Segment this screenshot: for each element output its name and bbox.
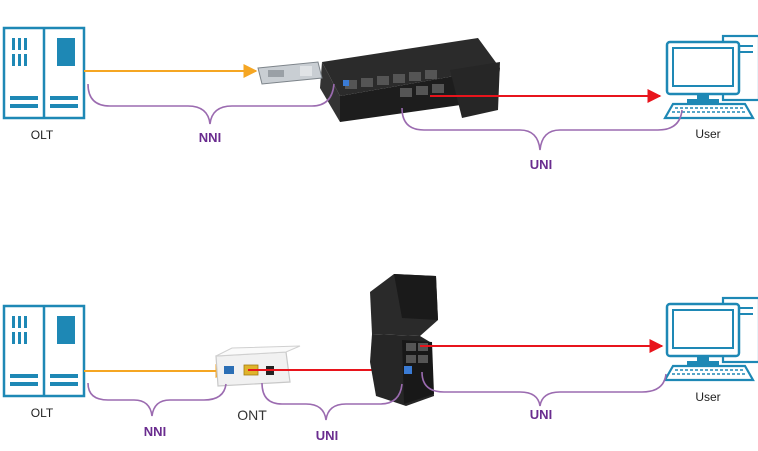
top-router-icon (257, 38, 500, 122)
bottom-ont-icon (215, 345, 301, 387)
bottom-nni-brace (87, 382, 227, 417)
bottom-olt-label: OLT (31, 406, 54, 420)
bottom-user-label: User (695, 390, 720, 404)
bottom-uni-user-label: UNI (530, 407, 552, 422)
bottom-uni-brace-user (421, 371, 667, 407)
top-sfp-module (257, 61, 323, 85)
top-nni-label: NNI (199, 130, 221, 145)
top-user-computer-icon (663, 34, 758, 120)
top-diagram: OLT (2, 26, 758, 172)
bottom-olt-icon (2, 304, 86, 398)
top-olt-label: OLT (31, 128, 54, 142)
top-user-label: User (695, 127, 720, 141)
top-olt-icon (2, 26, 86, 120)
bottom-uni-brace-ont (261, 382, 403, 421)
top-nni-brace (87, 83, 335, 125)
bottom-nni-label: NNI (144, 424, 166, 439)
bottom-uni-ont-label: UNI (316, 428, 338, 443)
top-uni-label: UNI (530, 157, 552, 172)
bottom-user-computer-icon (663, 296, 758, 382)
top-uni-brace (401, 107, 683, 151)
bottom-tower-router-icon (370, 274, 438, 406)
bottom-ont-label: ONT (237, 407, 267, 423)
bottom-diagram: OLT ONT User (2, 274, 758, 443)
